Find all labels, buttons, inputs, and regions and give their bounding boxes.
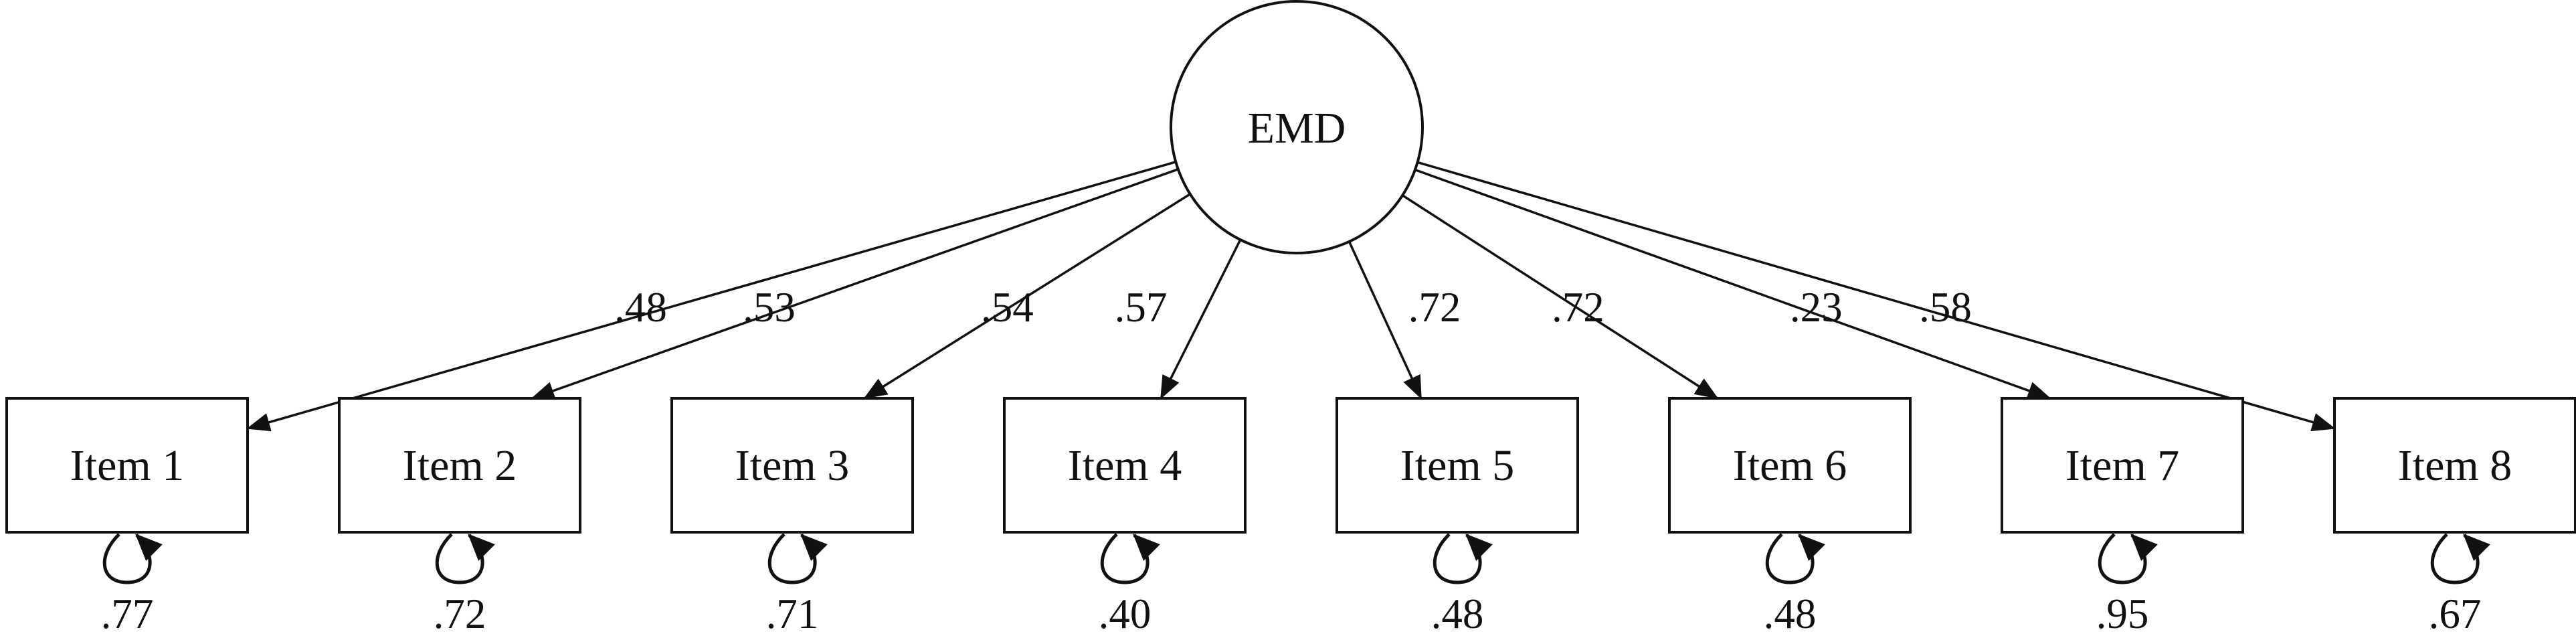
loading-label-2: .53 [743,284,796,331]
item-node-7: Item 7 [2001,397,2244,534]
residual-loop-4 [1100,533,1160,584]
residual-value-1: .77 [101,590,154,637]
residual-loop-2 [435,533,495,584]
item-label: Item 1 [70,441,184,490]
item-node-1: Item 1 [5,397,249,534]
item-box [1003,397,1247,534]
item-label: Item 3 [735,441,849,490]
residual-loop-5 [1433,533,1493,584]
latent-factor-label: EMD [1248,104,1346,153]
loading-label-8: .58 [1919,284,1972,331]
residual-loop-6 [1765,533,1825,584]
loading-label-5: .72 [1408,284,1461,331]
item-box [2001,397,2244,534]
loading-label-7: .23 [1790,284,1843,331]
loading-path-3 [863,193,1191,400]
item-node-3: Item 3 [670,397,914,534]
item-box [2333,397,2576,534]
item-label: Item 8 [2398,441,2512,490]
item-box [338,397,581,534]
loading-label-3: .54 [981,284,1034,331]
indicator-items: Item 1 Item 2 Item 3 Item 4 Item 5 Item 6 Item… [5,397,2576,534]
loading-path-8 [1417,161,2336,432]
item-node-6: Item 6 [1668,397,1912,534]
residual-loop-8 [2430,533,2490,584]
residual-variances: .77 .72 .71 .40 .48 .48 .95 .67 [101,533,2490,637]
item-label: Item 4 [1068,441,1182,490]
item-box [5,397,249,534]
residual-loop-7 [2098,533,2158,584]
residual-value-8: .67 [2429,590,2482,637]
item-node-2: Item 2 [338,397,581,534]
latent-factor-circle [1170,0,1424,254]
item-node-5: Item 5 [1336,397,1579,534]
residual-loop-3 [767,533,828,584]
item-label: Item 7 [2065,441,2179,490]
loading-path-2 [531,168,1179,400]
residual-value-2: .72 [434,590,486,637]
residual-loop-1 [102,533,163,584]
loading-label-1: .48 [614,284,667,331]
loading-path-5 [1348,241,1422,400]
loading-label-6: .72 [1552,284,1604,331]
residual-value-5: .48 [1431,590,1484,637]
item-label: Item 2 [403,441,517,490]
loading-paths [246,161,2336,432]
item-box [1668,397,1912,534]
residual-value-6: .48 [1764,590,1817,637]
loading-label-4: .57 [1115,284,1168,331]
residual-value-3: .71 [766,590,819,637]
item-node-8: Item 8 [2333,397,2576,534]
residual-value-7: .95 [2096,590,2149,637]
item-label: Item 5 [1400,441,1514,490]
item-label: Item 6 [1733,441,1847,490]
loading-path-7 [1414,168,2051,400]
residual-value-4: .40 [1099,590,1152,637]
item-box [670,397,914,534]
item-node-4: Item 4 [1003,397,1247,534]
loading-labels: .48 .53 .54 .57 .72 .72 .23 .58 [614,284,1972,331]
item-box [1336,397,1579,534]
loading-path-4 [1160,239,1242,400]
latent-factor: EMD [1170,0,1424,254]
loading-path-6 [1402,194,1719,400]
loading-path-1 [246,161,1176,432]
